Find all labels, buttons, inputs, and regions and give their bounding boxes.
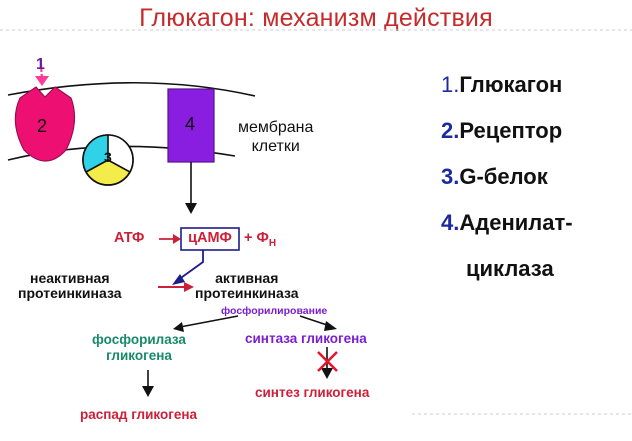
page-title: Глюкагон: механизм действия [139,4,493,32]
atf-label: АТФ [114,230,145,246]
inactive-kinase-line1: неактивная [30,270,110,286]
legend-item-5: циклаза [466,256,554,282]
marker-2-label: 2 [37,116,48,136]
camp-label: цАМФ [188,230,232,246]
membrane-label-line2: клетки [251,138,300,155]
inactive-kinase-line2: протеинкиназа [18,285,122,301]
branch-right-arrow [299,315,331,327]
legend-item-3-num: 3. [441,164,460,189]
legend-item-4-text: Аденилат- [459,210,573,235]
camp-box [180,227,240,251]
camp-activation-arrow [177,250,204,281]
blocked-cross-icon [317,351,338,372]
active-kinase-line1: активная [215,270,279,286]
g-protein-shape [82,134,134,186]
marker-4-label: 4 [185,114,196,134]
legend-item-4: 4.Аденилат- [441,210,573,236]
receptor-shape [14,86,76,162]
fn-label: + ФН [244,230,276,249]
synthesis-label: синтез гликогена [255,385,370,400]
membrane-label: мембрана клетки [238,118,313,156]
active-kinase-line2: протеинкиназа [195,285,299,301]
phosphorylase-label: фосфорилаза гликогена [92,332,186,364]
legend-item-1-num: 1. [441,72,460,97]
fn-label-main: + Ф [244,230,269,246]
legend-item-1: 1.Глюкагон [441,72,562,98]
marker-3-label: 3 [104,149,112,165]
phosphorylation-label: фосфорилирование [221,305,328,317]
adenylate-cyclase-shape [167,88,215,163]
glucagon-arrow [39,63,44,81]
phosphorylase-line1: фосфорилаза [92,332,186,347]
legend-item-5-text: циклаза [466,256,554,281]
legend-item-3-text: G-белок [459,164,548,189]
inactive-kinase-label: неактивная протеинкиназа [18,271,122,301]
branch-left-arrow [179,315,239,328]
glucagon-arrowhead [35,76,49,86]
legend-item-4-num: 4. [441,210,460,235]
membrane-outer-line [7,81,256,97]
legend-item-2-num: 2. [441,118,460,143]
marker-1-label: 1 [36,56,45,73]
synthase-label: синтаза гликогена [245,331,367,346]
legend-item-2: 2.Рецептор [441,118,562,144]
legend-item-2-text: Рецептор [459,118,563,143]
active-kinase-label: активная протеинкиназа [195,271,299,301]
breakdown-label: распад гликогена [80,407,198,422]
legend-item-1-text: Глюкагон [459,72,563,97]
legend-item-3: 3.G-белок [441,164,548,190]
phosphorylase-line2: гликогена [106,348,172,363]
fn-label-sub: Н [268,237,277,249]
membrane-label-line1: мембрана [238,119,314,136]
